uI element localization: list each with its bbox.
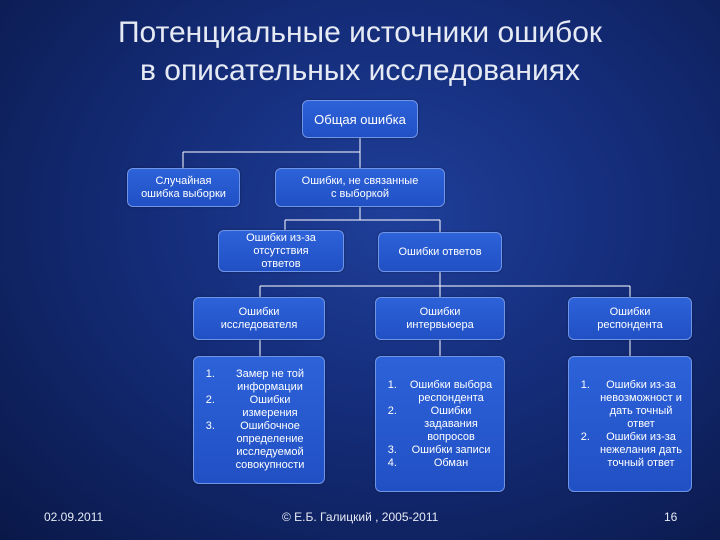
node-researcher-error: Ошибки исследователя	[193, 297, 325, 340]
list-researcher-errors: Замер не той информации Ошибки измерения…	[193, 356, 325, 484]
node-total-error-label: Общая ошибка	[314, 111, 406, 127]
node-nonsampling-error-label: Ошибки, не связанные с выборкой	[301, 174, 419, 200]
node-total-error: Общая ошибка	[302, 100, 418, 138]
footer-copyright: © Е.Б. Галицкий , 2005-2011	[282, 510, 439, 524]
list-item: Ошибки выбора респондента	[400, 379, 498, 405]
page-title: Потенциальные источники ошибок в описате…	[0, 14, 720, 90]
list-interviewer-errors: Ошибки выбора респондента Ошибки задаван…	[375, 356, 505, 492]
footer-page-number: 16	[664, 510, 678, 524]
list-item: Ошибки записи	[400, 444, 498, 457]
node-sampling-error: Случайная ошибка выборки	[127, 168, 240, 207]
list-item: Ошибки из-за нежелания дать точный ответ	[593, 431, 685, 470]
node-response-error-label: Ошибки ответов	[398, 245, 482, 258]
title-text: Потенциальные источники ошибок в описате…	[117, 16, 602, 87]
node-nonresponse-error-label: Ошибки из-за отсутствия ответов	[246, 231, 316, 270]
node-sampling-error-label: Случайная ошибка выборки	[141, 174, 226, 200]
node-nonresponse-error: Ошибки из-за отсутствия ответов	[218, 230, 344, 272]
node-interviewer-error: Ошибки интервьюера	[375, 297, 505, 340]
node-respondent-error-label: Ошибки респондента	[597, 305, 663, 331]
node-interviewer-error-label: Ошибки интервьюера	[406, 305, 474, 331]
node-respondent-error: Ошибки респондента	[568, 297, 692, 340]
list-item: Ошибки из-за невозможност и дать точный …	[593, 379, 685, 431]
node-response-error: Ошибки ответов	[378, 232, 502, 272]
list-item: Ошибки измерения	[218, 394, 318, 420]
node-researcher-error-label: Ошибки исследователя	[220, 305, 298, 331]
list-item: Замер не той информации	[218, 368, 318, 394]
list-item: Обман	[400, 457, 498, 470]
list-respondent-errors: Ошибки из-за невозможност и дать точный …	[568, 356, 692, 492]
footer-date: 02.09.2011	[44, 510, 104, 524]
list-item: Ошибки задавания вопросов	[400, 405, 498, 444]
node-nonsampling-error: Ошибки, не связанные с выборкой	[275, 168, 445, 207]
list-item: Ошибочное определение исследуемой совоку…	[218, 420, 318, 472]
